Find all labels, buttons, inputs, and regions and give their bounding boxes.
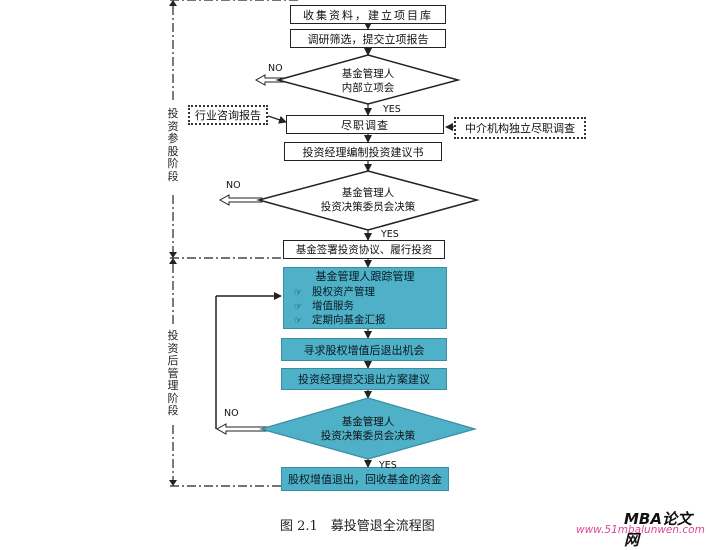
figure-caption: 图 2.1 募投管退全流程图 [280,519,435,534]
seek-exit-box: 寻求股权增值后退出机会 [281,338,447,361]
track-item: ☞股权资产管理 [294,286,375,298]
no-label-2: NO [226,180,241,191]
pointing-hand-icon: ☞ [294,288,303,298]
track-item: ☞增值服务 [294,300,354,312]
decision-2-text: 基金管理人 投资决策委员会决策 [320,187,416,213]
yes-label-3: YES [379,460,397,471]
intermediary-box: 中介机构独立尽职调查 [454,117,586,139]
decision-diamond-2 [256,170,480,231]
stage-label-post-investment: 投资后管理阶段 [167,329,179,417]
yes-label-1: YES [383,104,401,115]
stage-label-investment: 投资参股阶段 [167,107,179,183]
track-item: ☞定期向基金汇报 [294,314,386,326]
due-diligence-box: 尽职调查 [286,115,444,134]
decision-diamond-1 [275,54,461,105]
flowchart: 收集资料，建立项目库 调研筛选，提交立项报告 基金管理人 内部立项会 行业咨询报… [167,0,705,549]
pointing-hand-icon: ☞ [294,316,303,326]
feedback-loop [215,292,282,429]
tracking-management-box: 基金管理人跟踪管理 ☞股权资产管理 ☞增值服务 ☞定期向基金汇报 [283,267,447,329]
stage-end-arrows [169,0,177,486]
decision-diamond-3 [258,397,478,460]
decision-3-text: 基金管理人 投资决策委员会决策 [320,416,416,442]
no-arrow-2 [218,194,263,206]
stage-divider-lines [170,0,300,487]
yes-label-2: YES [381,229,399,240]
decision-1-text: 基金管理人 内部立项会 [341,68,395,94]
no-label-3: NO [224,408,239,419]
no-label-1: NO [268,63,283,74]
collect-data-box: 收集资料，建立项目库 [290,5,446,24]
connector-layer [169,0,480,487]
watermark-url: www.51mbalunwen.com [576,524,705,536]
sign-agreement-box: 基金签署投资协议、履行投资 [283,240,445,259]
industry-report-connector [267,115,287,124]
pointing-hand-icon: ☞ [294,302,303,312]
industry-report-box: 行业咨询报告 [188,105,268,125]
proposal-box: 投资经理编制投资建议书 [284,142,442,161]
exit-plan-box: 投资经理提交退出方案建议 [281,368,447,390]
final-exit-box: 股权增值退出，回收基金的资金 [281,467,449,491]
screening-box: 调研筛选，提交立项报告 [290,29,446,48]
